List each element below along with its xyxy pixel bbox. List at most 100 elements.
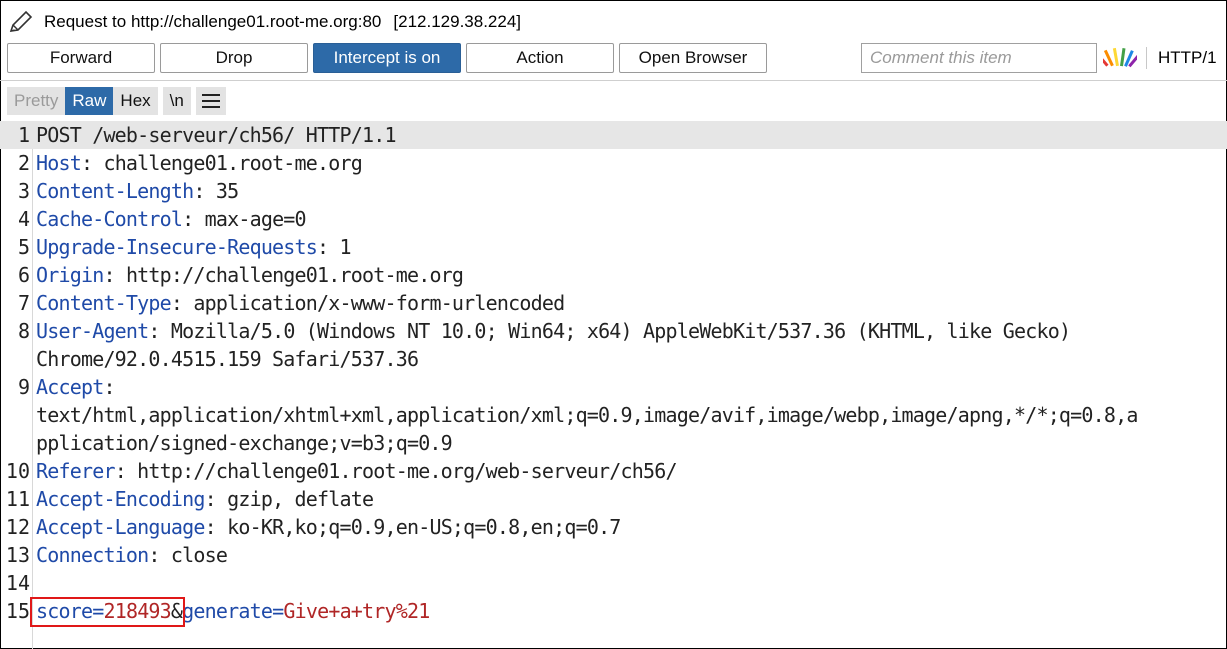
param-separator: & [170, 599, 183, 623]
header-name: Origin [36, 263, 104, 287]
request-title-bar: Request to http://challenge01.root-me.or… [8, 8, 521, 36]
body-code: score=218493&generate=Give+a+try%21 [36, 597, 430, 625]
header-separator: : [193, 179, 216, 203]
line-number-gutter [32, 121, 33, 649]
line-number: 14 [5, 571, 30, 595]
header-value: 35 [215, 179, 239, 203]
header-separator: : [148, 543, 171, 567]
header-name: Content-Type [36, 291, 172, 315]
comment-input[interactable]: Comment this item [861, 43, 1097, 73]
header-name: Host [36, 151, 82, 175]
line-code: Accept-Encoding: gzip, deflate [36, 485, 374, 513]
toolbar-divider [1146, 47, 1147, 69]
header-value: close [170, 543, 228, 567]
action-button[interactable]: Action [466, 43, 614, 73]
line-code: Accept: [36, 373, 116, 401]
drop-button[interactable]: Drop [160, 43, 308, 73]
header-value: Mozilla/5.0 (Windows NT 10.0; Win64; x64… [170, 319, 1071, 343]
open-browser-button[interactable]: Open Browser [619, 43, 767, 73]
pencil-icon [9, 10, 33, 32]
request-line: 14 [0, 569, 1227, 597]
line-code: pplication/signed-exchange;v=b3;q=0.9 [36, 429, 453, 457]
line-code: Chrome/92.0.4515.159 Safari/537.36 [36, 345, 419, 373]
line-code: Origin: http://challenge01.root-me.org [36, 261, 464, 289]
tab-hex[interactable]: Hex [113, 87, 158, 115]
highlight-color-icon[interactable] [1103, 46, 1137, 72]
header-value: application/x-www-form-urlencoded [193, 291, 565, 315]
line-code: Content-Type: application/x-www-form-url… [36, 289, 565, 317]
line-number: 10 [5, 459, 30, 483]
header-value: max-age=0 [204, 207, 307, 231]
line-number: 12 [5, 515, 30, 539]
intercept-toolbar: Forward Drop Intercept is on Action Open… [7, 43, 1227, 73]
header-name: User-Agent [36, 319, 149, 343]
header-value: challenge01.root-me.org [103, 151, 362, 175]
line-number: 7 [17, 291, 30, 315]
header-name: Cache-Control [36, 207, 183, 231]
forward-button[interactable]: Forward [7, 43, 155, 73]
header-value: POST /web-serveur/ch56/ HTTP/1.1 [36, 123, 397, 147]
tab-pretty[interactable]: Pretty [7, 87, 66, 115]
header-value: text/html,application/xhtml+xml,applicat… [36, 403, 1138, 427]
line-code: Upgrade-Insecure-Requests: 1 [36, 233, 352, 261]
header-name: Content-Length [36, 179, 194, 203]
line-number: 6 [17, 263, 30, 287]
intercept-toggle-button[interactable]: Intercept is on [313, 43, 461, 73]
line-code: Referer: http://challenge01.root-me.org/… [36, 457, 678, 485]
line-number: 5 [17, 235, 30, 259]
header-separator: : [204, 487, 228, 511]
line-number: 8 [17, 319, 30, 343]
header-separator: : [103, 375, 115, 399]
param-equals: = [92, 599, 104, 623]
param-name: generate [182, 599, 273, 623]
header-separator: : [103, 263, 126, 287]
line-number: 4 [17, 207, 30, 231]
header-separator: : [204, 515, 228, 539]
request-line: pplication/signed-exchange;v=b3;q=0.9 [0, 429, 1227, 457]
line-code: User-Agent: Mozilla/5.0 (Windows NT 10.0… [36, 317, 1071, 345]
toolbar-divider-line [0, 80, 1227, 81]
header-name: Upgrade-Insecure-Requests [36, 235, 318, 259]
score-highlight-box [30, 597, 185, 627]
http-version-label[interactable]: HTTP/1 [1158, 48, 1217, 67]
header-value: gzip, deflate [227, 487, 374, 511]
menu-icon[interactable] [195, 87, 226, 115]
line-number: 1 [17, 123, 30, 147]
tab-raw[interactable]: Raw [65, 87, 114, 115]
line-number: 11 [5, 487, 30, 511]
header-value: 1 [339, 235, 352, 259]
header-value: Chrome/92.0.4515.159 Safari/537.36 [36, 347, 419, 371]
header-value: http://challenge01.root-me.org [125, 263, 464, 287]
param-value: 218493 [103, 599, 171, 623]
header-name: Accept-Encoding [36, 487, 205, 511]
line-number: 15 [5, 599, 30, 623]
header-separator: : [317, 235, 340, 259]
line-number: 3 [17, 179, 30, 203]
line-code: POST /web-serveur/ch56/ HTTP/1.1 [36, 121, 397, 149]
header-name: Connection [36, 543, 149, 567]
line-code: Content-Length: 35 [36, 177, 239, 205]
header-name: Accept [36, 375, 104, 399]
param-name: score [36, 599, 93, 623]
request-ip: [212.129.38.224] [393, 12, 522, 31]
line-number: 9 [17, 375, 30, 399]
header-value: ko-KR,ko;q=0.9,en-US;q=0.8,en;q=0.7 [227, 515, 621, 539]
show-newlines-toggle[interactable]: \n [162, 87, 191, 115]
header-name: Accept-Language [36, 515, 205, 539]
line-code: Connection: close [36, 541, 228, 569]
request-line: text/html,application/xhtml+xml,applicat… [0, 401, 1227, 429]
line-number: 13 [5, 543, 30, 567]
header-separator: : [182, 207, 205, 231]
